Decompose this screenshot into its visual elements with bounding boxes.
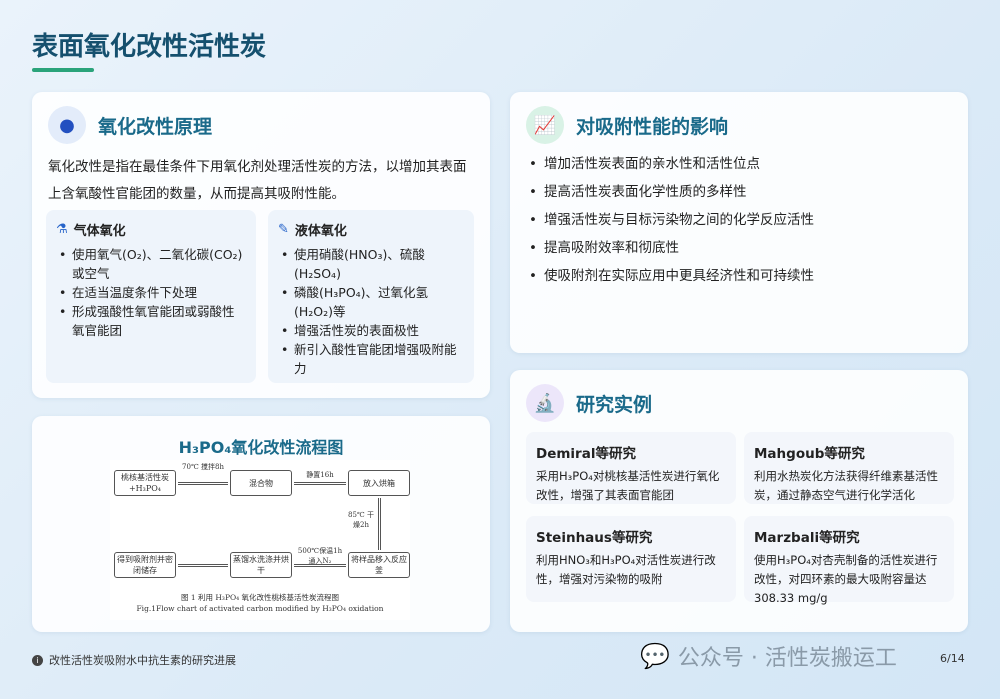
chart-line-icon: 📈 bbox=[526, 106, 564, 144]
flow-step: 70℃ 搅拌8h bbox=[182, 463, 224, 471]
list-item: 增强活性炭与目标污染物之间的化学反应活性 bbox=[526, 206, 814, 234]
research-card: 🔬 研究实例 Demiral等研究采用H₃PO₄对桃核基活性炭进行氧化改性，增强了… bbox=[510, 370, 968, 632]
list-item: 新引入酸性官能团增强吸附能力 bbox=[278, 340, 464, 378]
list-item: 使用硝酸(HNO₃)、硫酸(H₂SO₄) bbox=[278, 245, 464, 283]
research-title: 研究实例 bbox=[576, 393, 653, 416]
research-item-title: Demiral等研究 bbox=[536, 446, 636, 462]
gas-title: 气体氧化 bbox=[73, 224, 126, 239]
liquid-oxidation-panel: ✎ 液体氧化 使用硝酸(HNO₃)、硫酸(H₂SO₄)磷酸(H₃PO₄)、过氧化氢… bbox=[268, 210, 474, 383]
research-item-text: 采用H₃PO₄对桃核基活性炭进行氧化改性，增强了其表面官能团 bbox=[536, 469, 720, 502]
research-item: Mahgoub等研究利用水热炭化方法获得纤维素基活性炭，通过静态空气进行化学活化 bbox=[744, 432, 954, 504]
footer: i 改性活性炭吸附水中抗生素的研究进展 bbox=[32, 652, 236, 668]
research-item: Steinhaus等研究利用HNO₃和H₃PO₄对活性炭进行改性，增强对污染物的… bbox=[526, 516, 736, 602]
flow-box: 混合物 bbox=[230, 470, 292, 496]
research-item-title: Marzbali等研究 bbox=[754, 530, 860, 546]
list-item: 在适当温度条件下处理 bbox=[56, 283, 246, 302]
research-item: Demiral等研究采用H₃PO₄对桃核基活性炭进行氧化改性，增强了其表面官能团 bbox=[526, 432, 736, 504]
research-item-title: Mahgoub等研究 bbox=[754, 446, 865, 462]
research-item-text: 利用水热炭化方法获得纤维素基活性炭，通过静态空气进行化学活化 bbox=[754, 469, 938, 502]
flowchart-title: H₃PO₄氧化改性流程图 bbox=[178, 438, 344, 457]
flowchart-card: H₃PO₄氧化改性流程图 桃核基活性炭+H₃PO₄ 70℃ 搅拌8h 混合物 静… bbox=[32, 416, 490, 632]
list-item: 提高活性炭表面化学性质的多样性 bbox=[526, 178, 814, 206]
flow-box: 放入烘箱 bbox=[348, 470, 410, 496]
flowchart-figure: 桃核基活性炭+H₃PO₄ 70℃ 搅拌8h 混合物 静置16h 放入烘箱 85℃… bbox=[110, 460, 410, 620]
wechat-icon: 💬 bbox=[640, 642, 670, 670]
flow-step: 500℃保温1h 通入N₂ bbox=[297, 547, 343, 565]
list-item: 提高吸附效率和彻底性 bbox=[526, 234, 814, 262]
flow-box: 桃核基活性炭+H₃PO₄ bbox=[114, 470, 176, 496]
info-icon: i bbox=[32, 654, 43, 666]
page-number: 6/14 bbox=[940, 652, 965, 665]
principle-card: ● 氧化改性原理 氧化改性是指在最佳条件下用氧化剂处理活性炭的方法，以增加其表面上… bbox=[32, 92, 490, 398]
list-item: 使用氧气(O₂)、二氧化碳(CO₂)或空气 bbox=[56, 245, 246, 283]
research-item-title: Steinhaus等研究 bbox=[536, 530, 653, 546]
footer-text: 改性活性炭吸附水中抗生素的研究进展 bbox=[49, 654, 236, 667]
page-title: 表面氧化改性活性炭 bbox=[32, 32, 267, 62]
research-item-text: 利用HNO₃和H₃PO₄对活性炭进行改性，增强对污染物的吸附 bbox=[536, 553, 716, 586]
gas-oxidation-panel: ⚗ 气体氧化 使用氧气(O₂)、二氧化碳(CO₂)或空气在适当温度条件下处理形成强… bbox=[46, 210, 256, 383]
principle-title: 氧化改性原理 bbox=[98, 115, 213, 138]
list-item: 磷酸(H₃PO₄)、过氧化氢(H₂O₂)等 bbox=[278, 283, 464, 321]
caption-cn: 图 1 利用 H₃PO₄ 氧化改性桃核基活性炭流程图 bbox=[180, 593, 340, 602]
list-item: 增加活性炭表面的亲水性和活性位点 bbox=[526, 150, 814, 178]
effects-title: 对吸附性能的影响 bbox=[576, 115, 729, 138]
list-item: 增强活性炭的表面极性 bbox=[278, 321, 464, 340]
microscope-icon: 🔬 bbox=[526, 384, 564, 422]
list-item: 形成强酸性氧官能团或弱酸性氧官能团 bbox=[56, 302, 246, 340]
flow-box: 蒸馏水洗涤并烘干 bbox=[230, 552, 292, 578]
research-item-text: 使用H₃PO₄对杏壳制备的活性炭进行改性，对四环素的最大吸附容量达308.33 … bbox=[754, 553, 938, 605]
caption-en: Fig.1Flow chart of activated carbon modi… bbox=[136, 604, 384, 613]
flow-step: 85℃ 干燥2h bbox=[348, 511, 374, 529]
list-item: 使吸附剂在实际应用中更具经济性和可持续性 bbox=[526, 262, 814, 290]
flow-step: 静置16h bbox=[306, 471, 334, 479]
watermark: 💬 公众号 · 活性炭搬运工 bbox=[640, 640, 897, 672]
watermark-text: 公众号 · 活性炭搬运工 bbox=[677, 646, 897, 671]
flow-box: 得到吸附剂并密闭储存 bbox=[114, 552, 176, 578]
effects-card: 📈 对吸附性能的影响 增加活性炭表面的亲水性和活性位点提高活性炭表面化学性质的多样… bbox=[510, 92, 968, 353]
flow-box: 将样品移入反应釜 bbox=[348, 552, 410, 578]
lightbulb-icon: ● bbox=[48, 106, 86, 144]
title-underline bbox=[32, 68, 94, 72]
principle-intro: 氧化改性是指在最佳条件下用氧化剂处理活性炭的方法，以增加其表面上含氧酸性官能团的… bbox=[48, 159, 467, 202]
liquid-title: 液体氧化 bbox=[294, 224, 347, 239]
research-item: Marzbali等研究使用H₃PO₄对杏壳制备的活性炭进行改性，对四环素的最大吸… bbox=[744, 516, 954, 605]
flask-icon: ⚗ bbox=[56, 222, 68, 237]
test-tube-icon: ✎ bbox=[278, 222, 289, 237]
